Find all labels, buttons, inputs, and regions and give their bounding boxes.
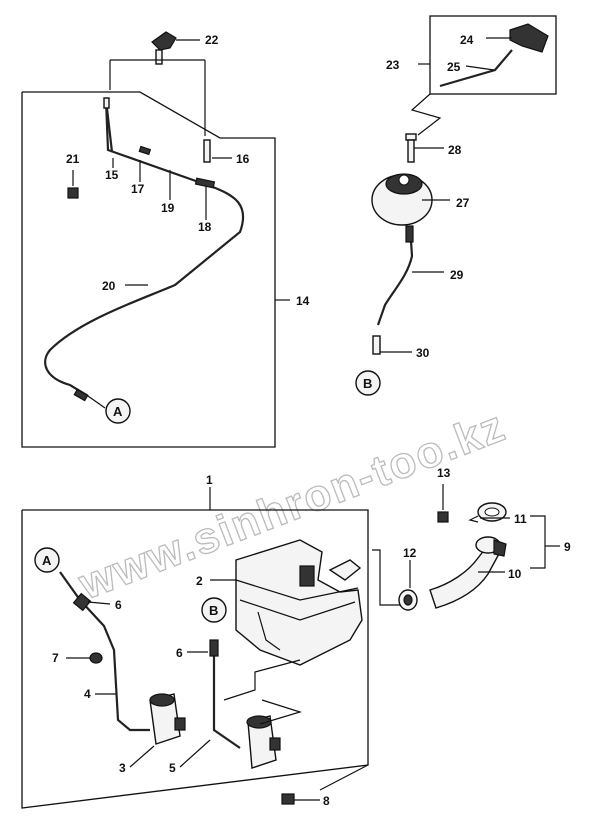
part-number-21: 21 bbox=[66, 152, 80, 166]
part-number-28: 28 bbox=[448, 143, 462, 157]
hose-end-15 bbox=[103, 97, 110, 109]
clip-17 bbox=[138, 145, 152, 156]
part-number-14: 14 bbox=[296, 294, 310, 308]
part-number-10: 10 bbox=[508, 567, 522, 581]
group-14-frame bbox=[21, 91, 290, 448]
part-number-7: 7 bbox=[52, 651, 59, 665]
part-number-5: 5 bbox=[169, 761, 176, 775]
part-number-16: 16 bbox=[236, 152, 250, 166]
connector-6b bbox=[209, 639, 219, 657]
part-number-29: 29 bbox=[450, 268, 464, 282]
part-number-23: 23 bbox=[386, 58, 400, 72]
cap-11 bbox=[468, 502, 507, 523]
bolt-13 bbox=[437, 484, 449, 523]
connector-28 bbox=[405, 133, 444, 163]
connector-6a bbox=[72, 592, 92, 612]
zigzag-b bbox=[223, 659, 301, 701]
pump-3 bbox=[149, 693, 186, 745]
hose-29 bbox=[376, 225, 414, 326]
hose-25 bbox=[439, 49, 513, 88]
part-number-2: 2 bbox=[196, 574, 203, 588]
filler-neck-10 bbox=[429, 536, 507, 609]
part-number-11: 11 bbox=[514, 512, 527, 526]
part-number-24: 24 bbox=[460, 33, 474, 47]
reservoir-tank-2 bbox=[235, 539, 363, 666]
circle-label-a-top bbox=[105, 398, 131, 424]
circle-label-b-bottom bbox=[201, 597, 227, 623]
part-number-1: 1 bbox=[206, 473, 213, 487]
group-1-frame bbox=[21, 487, 369, 809]
clip-7 bbox=[66, 652, 103, 664]
part-number-6b: 6 bbox=[176, 646, 183, 660]
hose-end-a bbox=[73, 388, 89, 402]
connector-16 bbox=[203, 139, 211, 163]
part-number-19: 19 bbox=[161, 201, 175, 215]
circle-label-a-bottom bbox=[34, 547, 60, 573]
circle-label-a-bottom-text: A bbox=[42, 553, 52, 568]
nozzle-22 bbox=[109, 31, 206, 136]
connector-30 bbox=[372, 335, 412, 355]
circle-label-b-top bbox=[355, 370, 381, 396]
hose-20 bbox=[44, 99, 245, 397]
grommet-12 bbox=[398, 560, 418, 611]
zigzag-c bbox=[259, 699, 303, 725]
group-23-frame bbox=[418, 15, 557, 95]
valve-27 bbox=[371, 173, 450, 226]
circle-label-a-top-text: A bbox=[113, 404, 123, 419]
bracket-9 bbox=[530, 515, 546, 569]
part-number-17: 17 bbox=[131, 182, 145, 196]
part-number-6a: 6 bbox=[115, 598, 122, 612]
part-number-3: 3 bbox=[119, 761, 126, 775]
part-number-12: 12 bbox=[403, 546, 417, 560]
part-number-9: 9 bbox=[564, 540, 571, 554]
joint-18 bbox=[194, 177, 216, 189]
pump-5 bbox=[246, 715, 281, 769]
bolt-8 bbox=[281, 793, 320, 805]
clip-21 bbox=[67, 170, 79, 199]
part-number-4: 4 bbox=[84, 687, 91, 701]
link-line bbox=[410, 93, 442, 136]
part-number-18: 18 bbox=[198, 220, 212, 234]
connector-24 bbox=[486, 23, 549, 53]
part-number-30: 30 bbox=[416, 346, 430, 360]
part-number-13: 13 bbox=[437, 466, 451, 480]
hose-29-end bbox=[405, 225, 414, 243]
part-number-27: 27 bbox=[456, 196, 470, 210]
part-number-25: 25 bbox=[447, 60, 461, 74]
part-number-8: 8 bbox=[323, 794, 330, 808]
circle-label-b-bottom-text: B bbox=[209, 603, 218, 618]
part-number-22: 22 bbox=[205, 33, 219, 47]
connector-line-12 bbox=[372, 549, 400, 606]
hose-5 bbox=[212, 640, 241, 749]
part-number-20: 20 bbox=[102, 279, 116, 293]
circle-label-b-top-text: B bbox=[363, 376, 372, 391]
part-number-15: 15 bbox=[105, 168, 119, 182]
